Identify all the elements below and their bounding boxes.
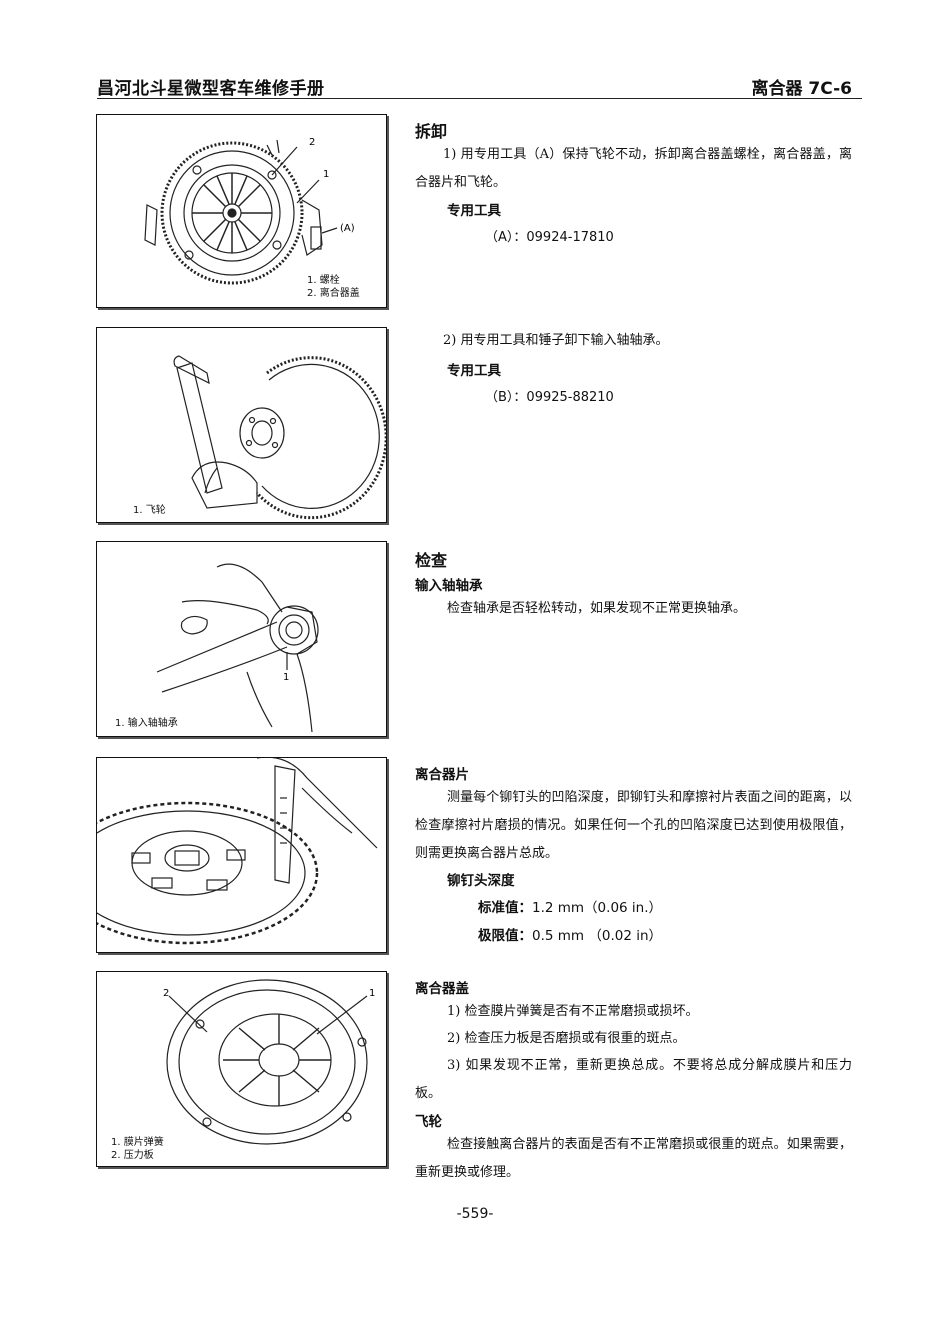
figure-bearing-inspection: 1 1. 输入轴轴承 (96, 541, 387, 737)
callout-a: (A) (340, 223, 355, 234)
clutch-cover-check-1: 1) 检查膜片弹簧是否有不正常磨损或损坏。 (447, 1004, 699, 1019)
legend-clutch-cover: 2. 离合器盖 (307, 288, 360, 299)
removal-heading: 拆卸 (415, 122, 448, 141)
figure-clutch-disc-measurement (96, 757, 387, 953)
page-number: -559- (456, 1206, 494, 1222)
special-tool-label-2: 专用工具 (447, 363, 501, 379)
figure-bearing-removal: 1. 飞轮 (96, 327, 387, 523)
special-tool-label: 专用工具 (447, 203, 501, 219)
figure-clutch-cover: 2 1 1. 膜片弹簧 2. 压力板 (96, 971, 387, 1167)
callout-1: 1 (283, 672, 289, 683)
special-tool-a: （A）：09924-17810 (485, 230, 614, 245)
removal-step-2: 2) 用专用工具和锤子卸下输入轴轴承。 (443, 333, 669, 348)
input-shaft-bearing-heading: 输入轴轴承 (415, 578, 483, 594)
clutch-cover-check-2: 2) 检查压力板是否磨损或有很重的斑点。 (447, 1031, 686, 1046)
standard-value-row: 标准值：1.2 mm（0.06 in.） (478, 896, 662, 916)
manual-title: 昌河北斗星微型客车维修手册 (97, 79, 325, 99)
callout-1: 1 (369, 988, 375, 999)
input-shaft-bearing-text: 检查轴承是否轻松转动，如果发现不正常更换轴承。 (447, 601, 747, 616)
flywheel-heading: 飞轮 (415, 1114, 442, 1130)
figure-clutch-cover-removal: 2 1 (A) 1. 螺栓 2. 离合器盖 (96, 114, 387, 308)
header-divider (97, 98, 862, 99)
flywheel-text: 检查接触离合器片的表面是否有不正常磨损或很重的斑点。如果需要，重新更换或修理。 (415, 1137, 852, 1180)
legend-diaphragm-spring: 1. 膜片弹簧 (111, 1137, 164, 1148)
rivet-depth-label: 铆钉头深度 (447, 873, 515, 889)
clutch-disc-measurement-illustration (97, 758, 378, 945)
limit-value-label: 极限值： (478, 928, 532, 944)
clutch-cover-illustration: 2 1 (163, 979, 375, 1145)
clutch-cover-removal-illustration: 2 1 (A) (144, 137, 355, 285)
callout-2: 2 (309, 137, 315, 148)
standard-value: 1.2 mm（0.06 in.） (532, 900, 663, 916)
flywheel-bearing-removal-illustration (173, 355, 386, 520)
limit-value-row: 极限值：0.5 mm （0.02 in） (478, 924, 662, 944)
limit-value: 0.5 mm （0.02 in） (532, 928, 663, 944)
legend-flywheel: 1. 飞轮 (133, 505, 166, 516)
legend-input-shaft-bearing: 1. 输入轴轴承 (115, 718, 178, 729)
clutch-cover-check-3: 3) 如果发现不正常，重新更换总成。不要将总成分解成膜片和压力板。 (415, 1058, 852, 1101)
removal-step-1: 1) 用专用工具（A）保持飞轮不动，拆卸离合器盖螺栓，离合器盖，离合器片和飞轮。 (415, 147, 852, 190)
callout-2: 2 (163, 988, 169, 999)
clutch-disc-text: 测量每个铆钉头的凹陷深度，即铆钉头和摩擦衬片表面之间的距离，以检查摩擦衬片磨损的… (415, 790, 852, 861)
legend-bolt: 1. 螺栓 (307, 275, 340, 286)
section-reference: 离合器 7C-6 (751, 79, 853, 99)
special-tool-b: （B）：09925-88210 (485, 390, 614, 405)
inspection-heading: 检查 (415, 551, 448, 570)
legend-pressure-plate: 2. 压力板 (111, 1150, 154, 1161)
standard-value-label: 标准值： (478, 900, 532, 916)
callout-1: 1 (323, 169, 329, 180)
bearing-inspection-illustration: 1 (156, 563, 319, 733)
clutch-disc-heading: 离合器片 (415, 767, 469, 783)
clutch-cover-heading: 离合器盖 (415, 981, 469, 997)
